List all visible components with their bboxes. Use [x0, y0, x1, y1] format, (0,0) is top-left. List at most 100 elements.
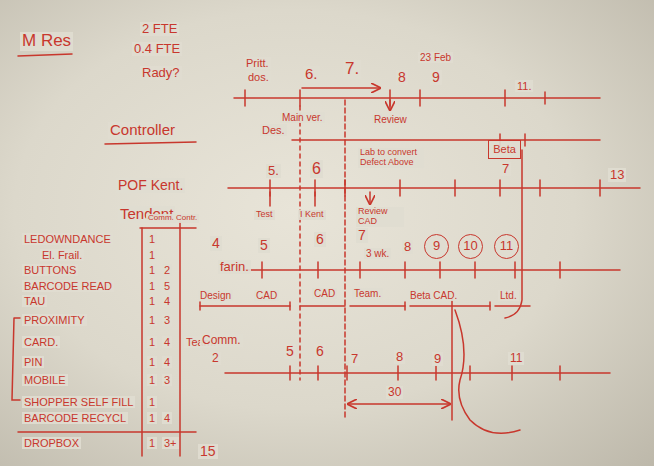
arrow — [302, 87, 380, 89]
ticks — [290, 366, 560, 380]
handwritten-label: 1 — [147, 295, 157, 307]
handwritten-label: Rady? — [140, 66, 182, 80]
handwritten-label: 3 — [162, 314, 172, 326]
handwritten-label: 8 — [402, 240, 413, 254]
timeline — [245, 269, 620, 271]
handwritten-label: 1 — [147, 233, 157, 245]
handwritten-label: 3 — [162, 374, 172, 386]
handwritten-label: 8 — [394, 350, 405, 364]
handwritten-label: 1 — [147, 412, 157, 424]
circled-number: 9 — [424, 234, 449, 259]
handwritten-label: 0.4 FTE — [132, 42, 182, 56]
node-text: 9 — [433, 239, 440, 253]
handwritten-label: PROXIMITY — [22, 314, 87, 326]
handwritten-label: BARCODE RECYCL — [22, 412, 128, 424]
handwritten-label: 1 — [147, 280, 157, 292]
handwritten-label: Controller — [108, 122, 177, 139]
ticks — [262, 262, 560, 278]
handwritten-label: DROPBOX — [22, 437, 81, 449]
handwritten-label: 7 — [500, 162, 511, 176]
circled-number: 11 — [494, 234, 519, 259]
handwritten-label: 7 — [356, 228, 368, 243]
handwritten-label: 7. — [343, 60, 361, 79]
handwritten-label: 9 — [432, 352, 443, 366]
handwritten-label: 9 — [430, 70, 442, 85]
handwritten-label: Beta CAD. — [408, 290, 459, 301]
handwritten-label: 11. — [515, 80, 533, 92]
handwritten-label: 6 — [310, 160, 323, 178]
handwritten-label: 6 — [314, 232, 326, 247]
handwritten-label: 7 — [349, 352, 360, 366]
handwritten-label: 1 — [147, 374, 157, 386]
handwritten-label: PIN — [22, 356, 44, 368]
handwritten-label: farin. — [218, 260, 251, 274]
curve — [455, 310, 520, 433]
handwritten-label: Test — [254, 210, 275, 220]
guide-line — [299, 106, 301, 380]
handwritten-label: 8 — [396, 70, 408, 85]
underline — [18, 54, 72, 56]
ticks — [245, 90, 545, 106]
timeline — [292, 139, 600, 141]
handwritten-label: 2 — [162, 264, 172, 276]
handwritten-label: El. Frail. — [40, 249, 84, 261]
table-line — [18, 228, 196, 432]
handwritten-label: 1 — [147, 437, 157, 449]
underline — [105, 142, 196, 144]
handwritten-label: 1 — [147, 249, 157, 261]
phase-line — [200, 305, 530, 307]
handwritten-label: 13 — [608, 168, 626, 182]
ticks — [270, 180, 600, 196]
handwritten-label: 1 — [147, 314, 157, 326]
handwritten-label: CAD — [254, 290, 279, 301]
handwritten-label: SHOPPER SELF FILL — [22, 396, 135, 408]
node-text: Beta — [493, 143, 516, 155]
handwritten-label: BARCODE READ — [22, 280, 114, 292]
handwritten-label: CARD. — [22, 336, 60, 348]
handwritten-label: Team. — [352, 288, 383, 299]
handwritten-label: Ltd. — [498, 290, 519, 301]
handwritten-label: 3+ — [162, 437, 179, 449]
bracket — [12, 318, 20, 400]
handwritten-label: 6. — [303, 66, 320, 83]
handwritten-label: 30 — [386, 386, 403, 399]
handwritten-label: 5 — [284, 344, 296, 359]
arrow — [270, 192, 370, 206]
table-line — [142, 222, 180, 456]
arrow — [389, 100, 391, 110]
handwritten-label: 1 — [147, 264, 157, 276]
handwritten-label: 6 — [314, 344, 326, 359]
guide-line — [451, 300, 453, 420]
timeline — [225, 372, 610, 374]
handwritten-label: 4 — [210, 236, 222, 251]
handwritten-label: 5 — [258, 238, 270, 253]
handwritten-label: I Kent — [298, 210, 326, 220]
circled-number: 10 — [458, 234, 483, 259]
handwritten-label: Main ver. — [280, 112, 325, 123]
boxed-note: Beta — [488, 140, 521, 159]
handwritten-label: 1 — [147, 356, 157, 368]
handwritten-label: 4 — [162, 295, 172, 307]
handwritten-label: MOBILE — [22, 374, 68, 386]
handwritten-label: Comm. — [200, 334, 243, 347]
handwritten-label: POF Kent. — [116, 178, 185, 193]
node-text: 11 — [500, 239, 514, 253]
handwritten-label: Review — [372, 114, 409, 125]
handwritten-label: Design — [198, 290, 233, 301]
handwritten-label: 15 — [198, 444, 218, 459]
handwritten-label: 2 — [210, 352, 221, 365]
handwritten-label: 4 — [162, 412, 172, 424]
handwritten-label: M Res — [20, 32, 73, 51]
handwritten-label: Pritt. — [244, 57, 271, 69]
guide-line — [344, 100, 346, 420]
handwritten-label: Lab to convert Defect Above — [358, 148, 424, 168]
handwritten-label: 23 Feb — [418, 52, 453, 63]
ticks — [200, 302, 490, 310]
handwritten-label: LEDOWNDANCE — [22, 233, 113, 245]
timeline — [228, 187, 640, 189]
handwritten-label: Des. — [260, 124, 287, 136]
handwritten-label: 2 FTE — [140, 22, 179, 36]
handwritten-label: CAD — [312, 288, 337, 299]
handwritten-label: Comm. Contr. — [146, 214, 199, 223]
